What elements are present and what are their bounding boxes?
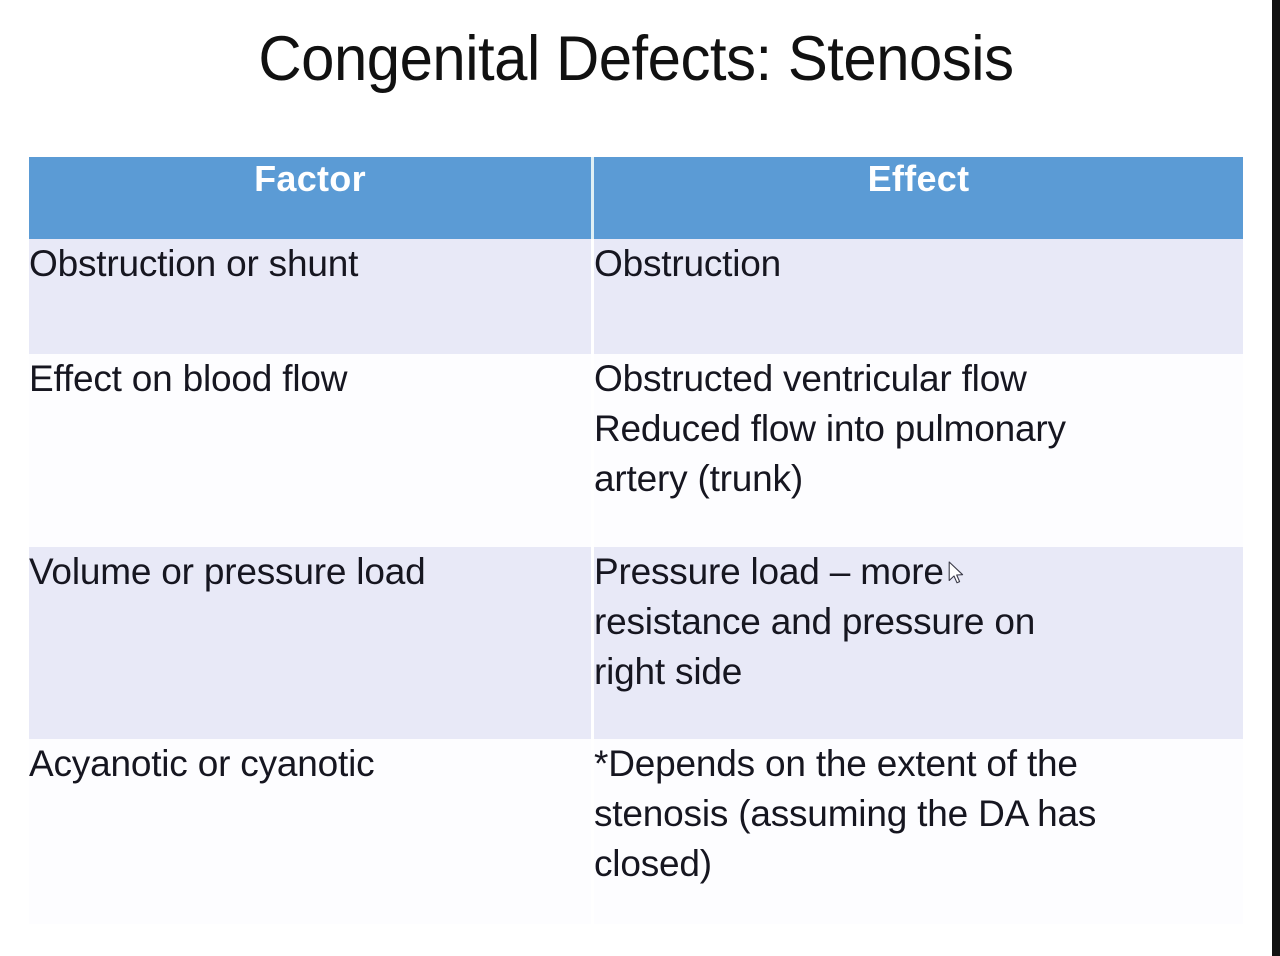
- table-row: Obstruction or shunt Obstruction: [29, 239, 1243, 354]
- column-header-factor: Factor: [29, 157, 594, 239]
- cell-effect: Obstruction: [594, 239, 1243, 354]
- table-row: Acyanotic or cyanotic *Depends on the ex…: [29, 739, 1243, 924]
- table-header-row: Factor Effect: [29, 157, 1243, 239]
- cell-effect: *Depends on the extent of the stenosis (…: [594, 739, 1243, 924]
- effect-line: closed): [594, 842, 712, 884]
- table-row: Volume or pressure load Pressure load – …: [29, 547, 1243, 739]
- cell-effect: Obstructed ventricular flow Reduced flow…: [594, 354, 1243, 547]
- cell-factor: Acyanotic or cyanotic: [29, 739, 594, 924]
- table-body: Obstruction or shunt Obstruction Effect …: [29, 239, 1243, 924]
- right-letterbox-strip: [1272, 0, 1280, 956]
- effect-line: Reduced flow into pulmonary: [594, 407, 1066, 449]
- cell-effect: Pressure load – more resistance and pres…: [594, 547, 1243, 739]
- effect-line: *Depends on the extent of the: [594, 743, 1078, 784]
- cell-factor: Effect on blood flow: [29, 354, 594, 547]
- effect-line: Obstructed ventricular flow: [594, 358, 1027, 399]
- factor-effect-table: Factor Effect Obstruction or shunt Obstr…: [29, 157, 1243, 924]
- effect-line: artery (trunk): [594, 457, 803, 499]
- table-header: Factor Effect: [29, 157, 1243, 239]
- effect-line: Obstruction: [594, 243, 781, 284]
- factor-effect-table-wrapper: Factor Effect Obstruction or shunt Obstr…: [29, 157, 1243, 924]
- cell-factor: Volume or pressure load: [29, 547, 594, 739]
- column-header-effect: Effect: [594, 157, 1243, 239]
- table-row: Effect on blood flow Obstructed ventricu…: [29, 354, 1243, 547]
- cell-factor: Obstruction or shunt: [29, 239, 594, 354]
- effect-line: resistance and pressure on: [594, 600, 1036, 642]
- effect-line: Pressure load – more: [594, 551, 944, 592]
- effect-line: stenosis (assuming the DA has: [594, 792, 1097, 834]
- page-title: Congenital Defects: Stenosis: [258, 24, 1014, 94]
- effect-line: right side: [594, 650, 743, 692]
